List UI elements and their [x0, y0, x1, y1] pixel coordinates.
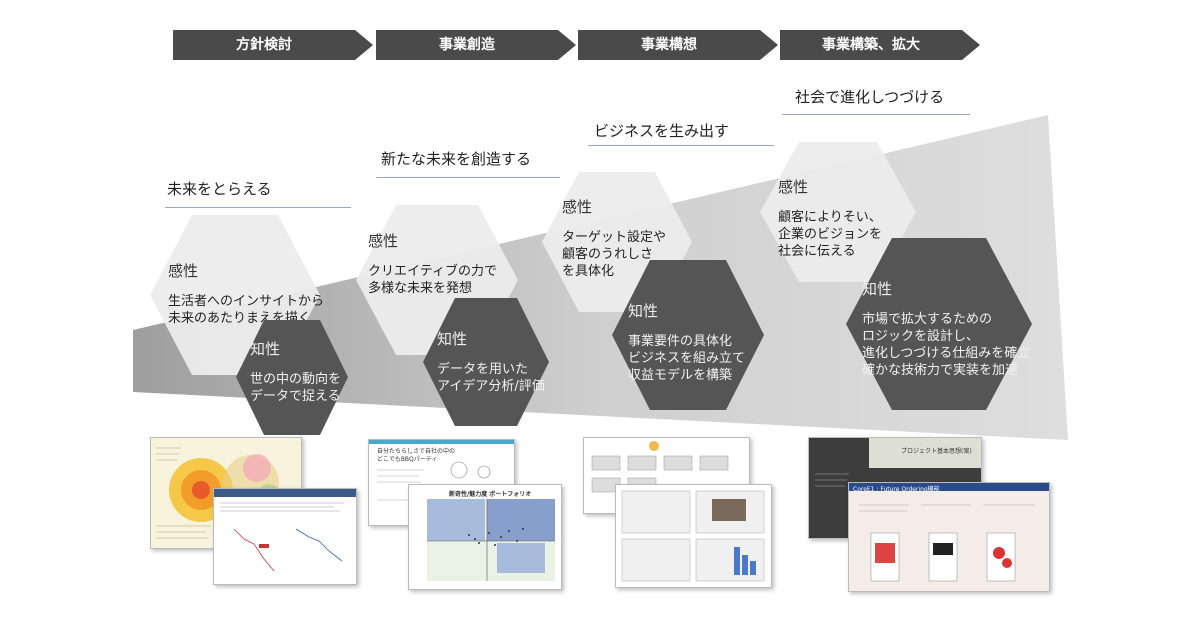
step-arrow-4: 事業構築、拡大 [780, 30, 980, 60]
hex-body-line: 収益モデルを構築 [628, 368, 733, 383]
hex-body-line: ターゲット設定や [562, 230, 667, 245]
phase-underline [588, 145, 774, 146]
thumbnail-report [213, 488, 357, 585]
hex-body-line: ロジックを設計し、 [862, 329, 980, 344]
step-label: 事業構想 [641, 37, 697, 53]
hex-body-line: 市場で拡大するための [862, 312, 993, 327]
step-arrow-1: 方針検討 [173, 30, 373, 60]
phase-underline [782, 114, 970, 115]
hex-title: 感性 [368, 232, 399, 250]
step-arrow-2: 事業創造 [376, 30, 576, 60]
step-arrow-3: 事業構想 [578, 30, 778, 60]
hex-body-line: 企業のビジョンを [778, 227, 883, 242]
step-label: 事業創造 [439, 37, 495, 53]
hex-body-line: アイデア分析/評価 [437, 379, 545, 394]
phase-title: ビジネスを生み出す [594, 122, 730, 140]
hex-title: 知性 [437, 330, 468, 348]
hex-title: 知性 [628, 302, 659, 320]
hex-title: 知性 [250, 340, 281, 358]
hex-body-line: 多様な未来を発想 [368, 281, 473, 296]
thumbnail-caption: プロジェクト基本思想(案) [901, 448, 972, 455]
hex-body-line: 確かな技術力で実装を加速 [862, 363, 1019, 378]
hex-body-line: 顧客のうれしさ [562, 247, 654, 262]
hex-body-line: クリエイティブの力で [368, 264, 497, 279]
hex-body-line: 生活者へのインサイトから [168, 294, 325, 309]
hex-body-line: ビジネスを組み立て [628, 351, 746, 366]
hex-body-line: 進化しつづける仕組みを確立 [862, 346, 1031, 361]
hex-body-line: データを用いた [437, 362, 529, 377]
thumbnail-caption: CoreE1 : Future Ordering機能 [853, 486, 940, 493]
phase-underline [376, 177, 560, 178]
hex-title: 感性 [778, 178, 809, 196]
hex-body-line: 世の中の動向を [250, 372, 342, 387]
hex-body-line: 社会に伝える [778, 244, 856, 259]
phase-title: 未来をとらえる [167, 180, 272, 198]
hex-title: 感性 [168, 262, 199, 280]
thumbnail-caption: 自分たちらしさで自社の中の どこでもBBQパーティ [377, 448, 456, 463]
thumbnail-caption: 新奇性/魅力度 ポートフォリオ [449, 491, 532, 498]
step-label: 事業構築、拡大 [822, 37, 920, 53]
thumbnail-service-concept: CoreE1 : Future Ordering機能 [848, 482, 1050, 592]
hex-body-line: 事業要件の具体化 [628, 334, 733, 349]
hex-title: 知性 [862, 280, 893, 298]
thumbnail-portfolio: 新奇性/魅力度 ポートフォリオ [408, 484, 562, 590]
phase-underline [165, 207, 351, 208]
phase-title: 社会で進化しつづける [795, 88, 945, 106]
hex-body-line: データで捉える [250, 389, 341, 404]
hex-body-line: を具体化 [562, 264, 615, 279]
hex-body-line: 顧客によりそい、 [778, 210, 882, 225]
step-label: 方針検討 [236, 37, 292, 53]
phase-title: 新たな未来を創造する [381, 150, 532, 168]
hex-title: 感性 [562, 198, 593, 216]
thumbnail-business-model [615, 484, 772, 588]
